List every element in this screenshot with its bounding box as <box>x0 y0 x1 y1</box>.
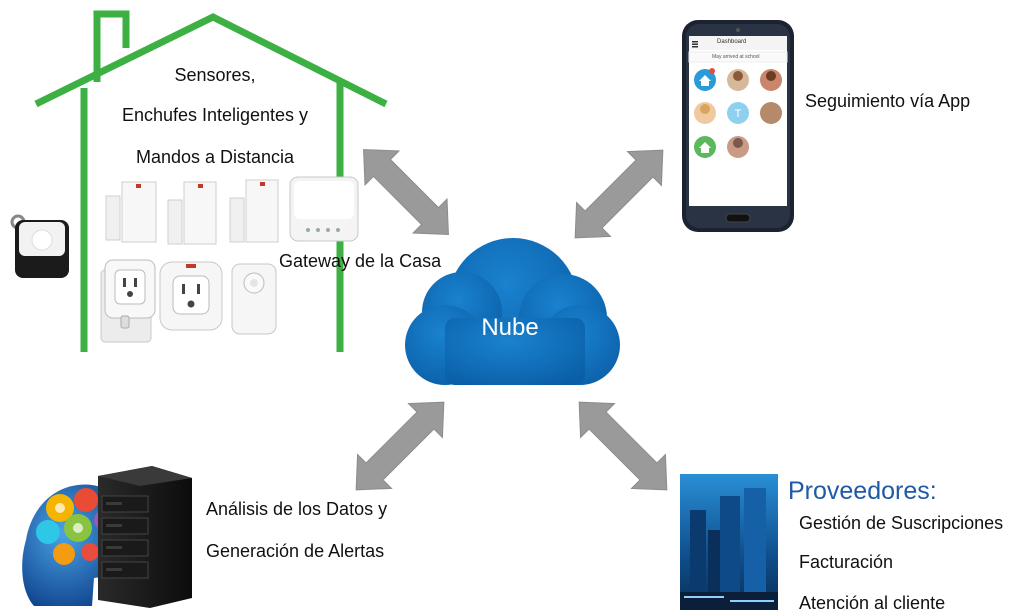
providers-title: Proveedores: <box>788 477 937 505</box>
smart-plug-icon <box>159 261 223 331</box>
analytics-label-line2: Generación de Alertas <box>206 541 385 561</box>
door-sensor-icon <box>229 179 279 243</box>
smart-plug-icon <box>100 259 156 343</box>
arrow-house-cloud <box>363 149 449 235</box>
house-label-line1: Sensores, <box>174 65 256 85</box>
arrow-app-cloud <box>574 149 664 239</box>
provider-item: Gestión de Suscripciones <box>799 513 1004 533</box>
door-sensor-icon <box>167 181 217 245</box>
house-label-line3: Mandos a Distancia <box>135 147 295 167</box>
city-buildings-image <box>680 474 778 610</box>
arrow-providers-cloud <box>578 401 668 491</box>
key-fob-icon <box>10 214 69 278</box>
door-sensor-icon <box>105 181 157 243</box>
provider-item: Facturación <box>799 552 894 572</box>
arrow-analytics-cloud <box>355 401 445 491</box>
provider-item: Atención al cliente <box>799 593 946 613</box>
analytics-label-line1: Análisis de los Datos y <box>206 499 388 519</box>
motion-sensor-icon <box>231 263 277 335</box>
svg-text:T: T <box>735 108 742 120</box>
server-rack-icon <box>98 466 192 608</box>
app-status-text: May arrived at school <box>712 54 760 60</box>
house-label-line2: Enchufes Inteligentes y <box>121 105 309 125</box>
cloud-shape <box>405 238 620 385</box>
gateway-hub-icon <box>289 176 359 242</box>
app-screen-title: Dashboard <box>717 39 747 45</box>
app-label: Seguimiento vía App <box>805 91 971 111</box>
gateway-label: Gateway de la Casa <box>279 251 442 271</box>
cloud-label: Nube <box>481 314 539 341</box>
smartphone-icon: T <box>682 20 794 232</box>
